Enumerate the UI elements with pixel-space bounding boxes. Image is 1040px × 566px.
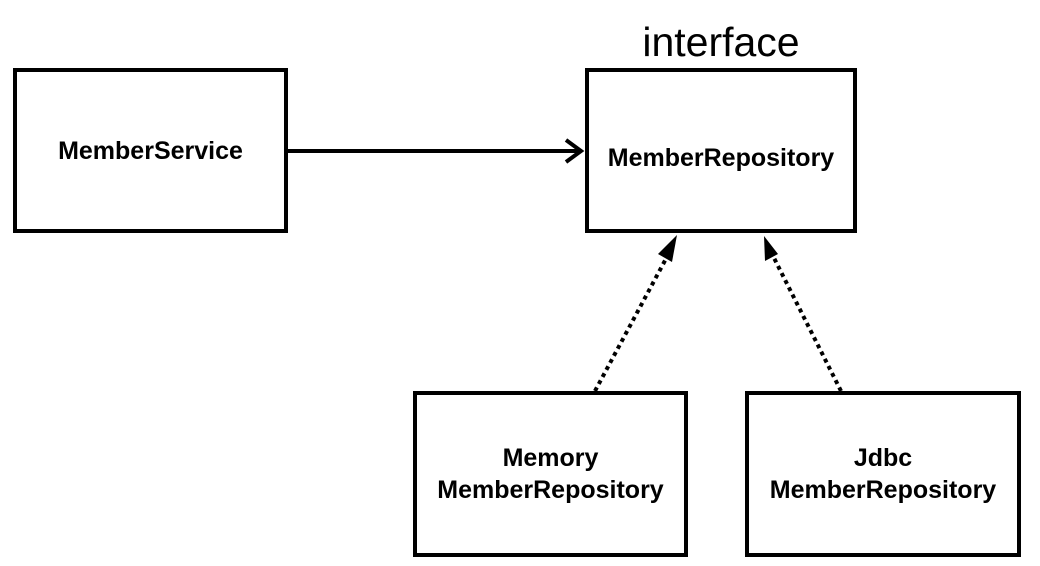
- member-service-node: MemberService: [13, 68, 288, 233]
- member-service-label: MemberService: [58, 136, 243, 165]
- memory-repo-line2: MemberRepository: [437, 476, 664, 504]
- member-repository-label: MemberRepository: [607, 144, 835, 172]
- member-repository-interface-node: MemberRepository: [585, 68, 857, 233]
- memory-repo-line1: Memory: [502, 444, 599, 472]
- interface-stereotype-label: interface: [642, 19, 800, 65]
- realization-arrow-jdbc: [764, 236, 843, 392]
- association-arrow: [288, 138, 585, 164]
- jdbc-member-repository-node: Jdbc MemberRepository: [745, 391, 1021, 557]
- jdbc-repo-line2: MemberRepository: [769, 476, 997, 504]
- memory-member-repository-node: Memory MemberRepository: [413, 391, 688, 557]
- realization-arrow-memory: [593, 235, 677, 392]
- jdbc-repo-line1: Jdbc: [853, 444, 913, 472]
